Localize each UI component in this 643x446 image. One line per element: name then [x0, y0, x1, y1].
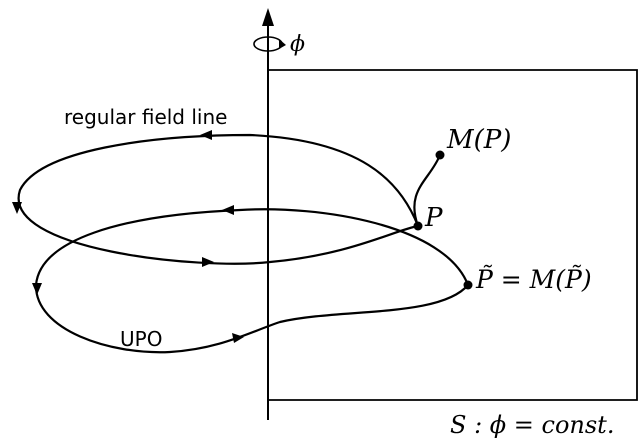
- upo-arrow-top: [222, 205, 234, 215]
- upo-orbit: [34, 208, 470, 354]
- fixed-point-dot: [463, 280, 473, 290]
- regular-field-line-arrow-left: [12, 202, 22, 214]
- regular-field-line-arrow-top: [200, 130, 212, 140]
- section-label: S : ϕ = const.: [450, 411, 614, 439]
- rotation-arrow-icon: [253, 36, 286, 52]
- map-point-dot: [435, 150, 445, 160]
- fixed-point-label: P̃ = M(P̃): [475, 265, 592, 294]
- map-of-p-label: M(P): [446, 125, 511, 155]
- section-plane: [268, 69, 638, 401]
- phi-axis-arrowhead: [262, 8, 274, 26]
- point-p-dot: [413, 221, 423, 231]
- point-p-label: P: [424, 203, 443, 233]
- upo-label: UPO: [120, 327, 162, 351]
- regular-field-line-arrow-bottom: [202, 257, 214, 267]
- upo-arrow-left: [32, 283, 42, 295]
- regular-field-line: [17, 133, 442, 265]
- phi-axis-label: ϕ: [290, 32, 305, 57]
- regular-field-line-label: regular field line: [64, 105, 227, 129]
- upo-arrow-bottom: [232, 333, 244, 343]
